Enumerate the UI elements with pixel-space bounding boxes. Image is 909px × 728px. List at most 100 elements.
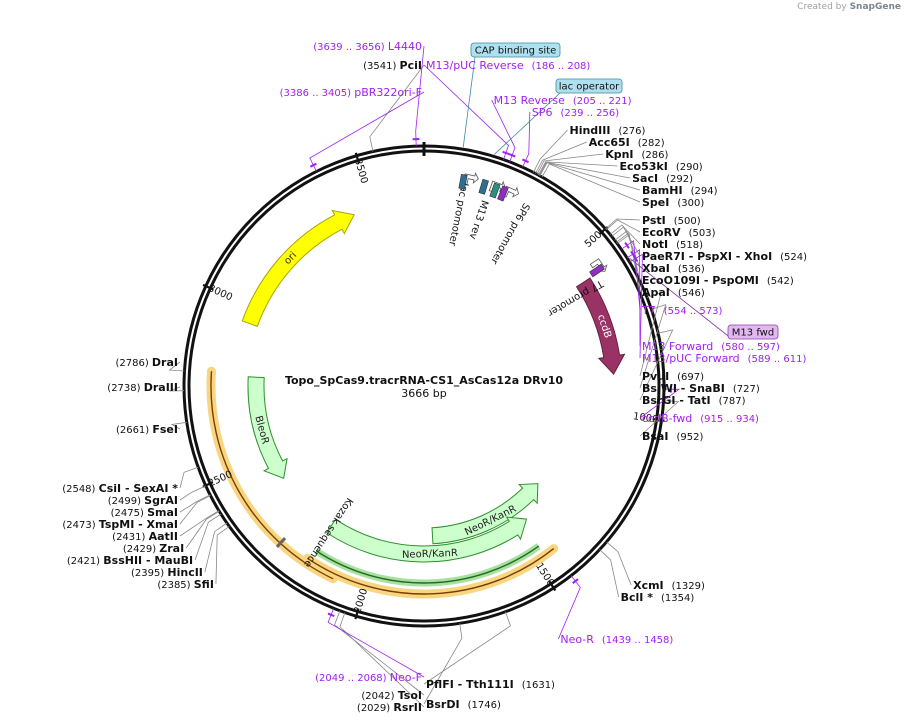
site-bsiwi-snabi-16-part: BsiWI	[642, 382, 677, 395]
site-xcmi-19[interactable]: XcmI (1329)	[633, 579, 705, 592]
site-hindiii-1[interactable]: HindIII(276)	[570, 124, 646, 137]
feature-neor-kanr-3[interactable]	[431, 483, 539, 545]
site-marker-4	[589, 263, 605, 278]
feature-neor-kanr-4[interactable]	[325, 516, 528, 563]
site-sfii-25[interactable]: (2385) SfiI	[157, 578, 214, 591]
promoter-kozak-sequence[interactable]	[275, 537, 287, 548]
site-csii-sexai-33[interactable]: (2548) CsiI - SexAI *	[62, 482, 178, 495]
credit: Created by SnapGene	[797, 2, 901, 12]
site-ecorv-9[interactable]: EcoRV(503)	[642, 226, 716, 239]
site-spei-7-pos: (300)	[677, 198, 704, 209]
site-eco53ki-4-part: Eco53kI	[620, 160, 668, 173]
leader-primer-sp6-4	[522, 111, 531, 168]
primer-ccdb-fwd-8-name: ccdB-fwd	[642, 412, 692, 425]
site-sgrai-32[interactable]: (2499) SgrAI	[108, 494, 178, 507]
site-bsrdi-22[interactable]: BsrDI(1746)	[426, 698, 501, 711]
site-paer7i-pspxi-xhoi-11[interactable]: PaeR7I - PspXI - XhoI(524)	[642, 250, 807, 263]
credit-brand: SnapGene	[849, 2, 901, 12]
feature-ori-0[interactable]	[241, 209, 355, 328]
leader-site-aatii-29	[179, 510, 220, 537]
primer-neo-r-9[interactable]: Neo-R(1439 .. 1458)	[560, 633, 673, 646]
site-bsrgi-tati-17[interactable]: BsrGI - TatI(787)	[642, 394, 746, 407]
site-drai-36-pos: (2786)	[115, 358, 151, 369]
leader-site-hincii-26	[204, 522, 228, 573]
primer-t7-5[interactable]: T7(554 .. 573)	[641, 304, 723, 317]
primer-m13-forward-6[interactable]: M13 Forward(580 .. 597)	[642, 340, 780, 353]
site-aatii-29[interactable]: (2431) AatII	[112, 530, 178, 543]
site-xbai-12[interactable]: XbaI(536)	[642, 262, 705, 275]
primer-m13-puc-reverse-2-range: (186 .. 208)	[532, 61, 591, 72]
site-bsshii-maubi-27-part: BssHII	[103, 554, 142, 567]
site-psti-8-pos: (500)	[674, 216, 701, 227]
site-apai-14[interactable]: ApaI(546)	[642, 286, 705, 299]
site-fsei-34[interactable]: (2661) FseI	[116, 423, 178, 436]
site-acc65i-2[interactable]: Acc65I(282)	[589, 136, 665, 149]
site-marker-3	[497, 185, 509, 202]
primer-neo-r-9-mark	[572, 578, 579, 584]
primer-m13-reverse-3[interactable]: M13 Reverse(205 .. 221)	[494, 94, 632, 107]
primer-neo-f-10[interactable]: (2049 .. 2068) Neo-F	[315, 671, 422, 684]
leader-site-bsai-18	[639, 400, 680, 437]
feature-bleor-2[interactable]	[247, 376, 288, 480]
primer-pbr322ori-f-1-mark	[309, 162, 317, 168]
site-eco53ki-4[interactable]: Eco53kI(290)	[620, 160, 703, 173]
site-draiii-35-pos: (2738)	[107, 383, 143, 394]
primer-m13-puc-reverse-2[interactable]: M13/pUC Reverse(186 .. 208)	[426, 59, 590, 72]
primer-ccdb-fwd-8[interactable]: ccdB-fwd(915 .. 934)	[642, 412, 759, 425]
site-bsiwi-snabi-16[interactable]: BsiWI - SnaBI(727)	[642, 382, 760, 395]
primer-sp6-4-range: (239 .. 256)	[560, 108, 619, 119]
boxed-cap-binding-site[interactable]: CAP binding site	[475, 46, 557, 57]
boxed-lac-operator[interactable]: lac operator	[559, 82, 620, 93]
site-saci-5-pos: (292)	[666, 174, 693, 185]
site-rsrii-24[interactable]: (2029) RsrII	[357, 701, 422, 714]
primer-sp6-4-mark	[521, 158, 529, 164]
site-bsshii-maubi-27[interactable]: (2421) BssHII - MauBI	[67, 554, 193, 567]
site-psti-8[interactable]: PstI(500)	[642, 214, 701, 227]
site-bamhi-6[interactable]: BamHI(294)	[642, 184, 718, 197]
promoter-label-m13-rev: M13 rev	[467, 199, 490, 241]
site-xcmi-19-part: XcmI	[633, 579, 664, 592]
leader-site-spei-7	[541, 163, 641, 203]
site-pflfi-tth111i-21[interactable]: PflFI - Tth111I(1631)	[426, 678, 555, 691]
leader-site-draiii-35	[168, 386, 185, 392]
plasmid-size: 3666 bp	[401, 387, 446, 400]
site-spei-7-part: SpeI	[642, 196, 669, 209]
site-marker-0	[458, 173, 468, 190]
primer-t7-5-range: (554 .. 573)	[664, 306, 723, 317]
site-ecoo109i-pspomi-13[interactable]: EcoO109I - PspOMI(542)	[642, 274, 794, 287]
boxed-m13-fwd[interactable]: M13 fwd	[732, 328, 774, 339]
site-spei-7[interactable]: SpeI (300)	[642, 196, 704, 209]
site-apai-14-part: ApaI	[642, 286, 670, 299]
site-fsei-34-pos: (2661)	[116, 425, 152, 436]
site-pvui-15[interactable]: PvuI(697)	[642, 370, 704, 383]
site-zrai-28[interactable]: (2429) ZraI	[123, 542, 184, 555]
site-hincii-26[interactable]: (2395) HincII	[131, 566, 203, 579]
site-bcli-20[interactable]: BclI *(1354)	[621, 591, 695, 604]
site-hindiii-1-part: HindIII	[570, 124, 611, 137]
site-tspmi-xmai-30[interactable]: (2473) TspMI - XmaI	[62, 518, 178, 531]
site-bsai-18[interactable]: BsaI(952)	[642, 430, 703, 443]
primer-m13-puc-forward-7[interactable]: M13/pUC Forward(589 .. 611)	[642, 352, 806, 365]
site-xcmi-19-pos: (1329)	[672, 581, 705, 592]
primer-pbr322ori-f-1[interactable]: (3386 .. 3405) pBR322ori-F	[280, 86, 422, 99]
site-saci-5[interactable]: SacI(292)	[632, 172, 693, 185]
primer-sp6-4[interactable]: SP6(239 .. 256)	[532, 106, 619, 119]
site-draiii-35[interactable]: (2738) DraIII	[107, 381, 178, 394]
site-bsai-18-pos: (952)	[676, 432, 703, 443]
leader-site-pflfi-tth111i-21	[423, 611, 511, 685]
site-tsoi-23[interactable]: (2042) TsoI	[361, 689, 422, 702]
site-smai-31[interactable]: (2475) SmaI	[111, 506, 178, 519]
site-pcii-0[interactable]: (3541) PciI	[363, 59, 422, 72]
primer-l4440-0[interactable]: (3639 .. 3656) L4440	[313, 40, 422, 53]
site-csii-sexai-33-part: CsiI	[99, 482, 121, 495]
leader-site-bsiwi-snabi-16	[639, 303, 667, 389]
tick-3500	[354, 152, 360, 164]
leader-site-sfii-25	[215, 526, 230, 585]
site-noti-10[interactable]: NotI(518)	[642, 238, 703, 251]
site-noti-10-part: NotI	[642, 238, 668, 251]
primer-l4440-0-name: L4440	[388, 40, 422, 53]
feature-ccdb-1[interactable]	[575, 277, 626, 375]
site-drai-36[interactable]: (2786) DraI	[115, 356, 178, 369]
primer-m13-puc-forward-7-name: M13/pUC Forward	[642, 352, 740, 365]
site-kpni-3[interactable]: KpnI(286)	[605, 148, 668, 161]
